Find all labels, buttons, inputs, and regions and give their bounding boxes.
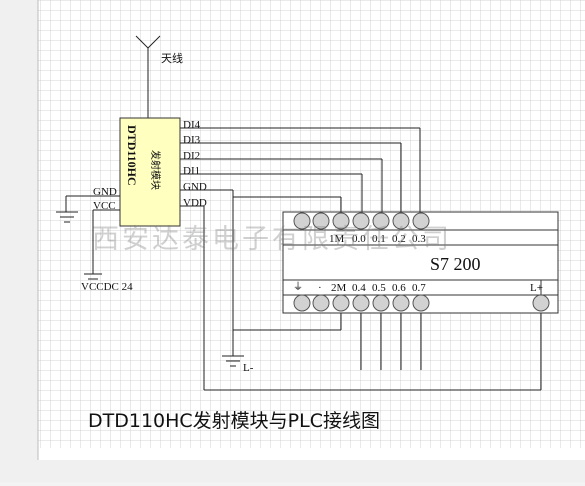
plc-terminal-0-5: 0.5 xyxy=(372,282,386,294)
plc-terminal-0-4: 0.4 xyxy=(352,282,366,294)
plc-terminal-0-7: 0.7 xyxy=(412,282,426,294)
plc-terminal-l-plus: L+ xyxy=(530,282,543,294)
antenna-icon xyxy=(135,35,161,118)
pin-gnd-right: GND xyxy=(183,181,207,193)
pin-vcc: VCC xyxy=(93,200,116,212)
pin-di1: DI1 xyxy=(183,165,201,177)
plc-terminal-0-3: 0.3 xyxy=(412,233,426,245)
pin-di2: DI2 xyxy=(183,150,201,162)
plc-bottom-terminals xyxy=(293,294,550,312)
module-name: DTD110HC xyxy=(125,125,139,186)
antenna-label: 天线 xyxy=(161,52,183,65)
ground-label: L- xyxy=(243,362,254,374)
pin-vdd: VDD xyxy=(183,197,207,209)
plc-name: S7 200 xyxy=(430,254,481,274)
diagram-caption: DTD110HC发射模块与PLC接线图 xyxy=(88,410,380,432)
pin-di4: DI4 xyxy=(183,119,201,131)
plc-terminal-0-0: 0.0 xyxy=(352,233,366,245)
plc-ground-symbol: ⏚ xyxy=(293,282,303,293)
pin-di3: DI3 xyxy=(183,134,201,146)
plc-terminal-0-2: 0.2 xyxy=(392,233,406,245)
plc-terminal-2m: 2M xyxy=(331,282,347,294)
module-signal-wires xyxy=(180,127,542,391)
module-subtitle: 发射模块 xyxy=(149,150,160,190)
watermark: 西安达泰电子有限责任公司 xyxy=(92,224,452,255)
plc-terminal-dot: · xyxy=(318,282,322,294)
power-label: VCCDC 24 xyxy=(81,281,133,293)
module-box xyxy=(119,117,181,227)
plc-terminal-0-1: 0.1 xyxy=(372,233,386,245)
pin-gnd-left: GND xyxy=(93,186,117,198)
plc-terminal-1m: 1M xyxy=(329,233,345,245)
plc-top-terminals xyxy=(293,212,430,230)
plc-terminal-0-6: 0.6 xyxy=(392,282,406,294)
